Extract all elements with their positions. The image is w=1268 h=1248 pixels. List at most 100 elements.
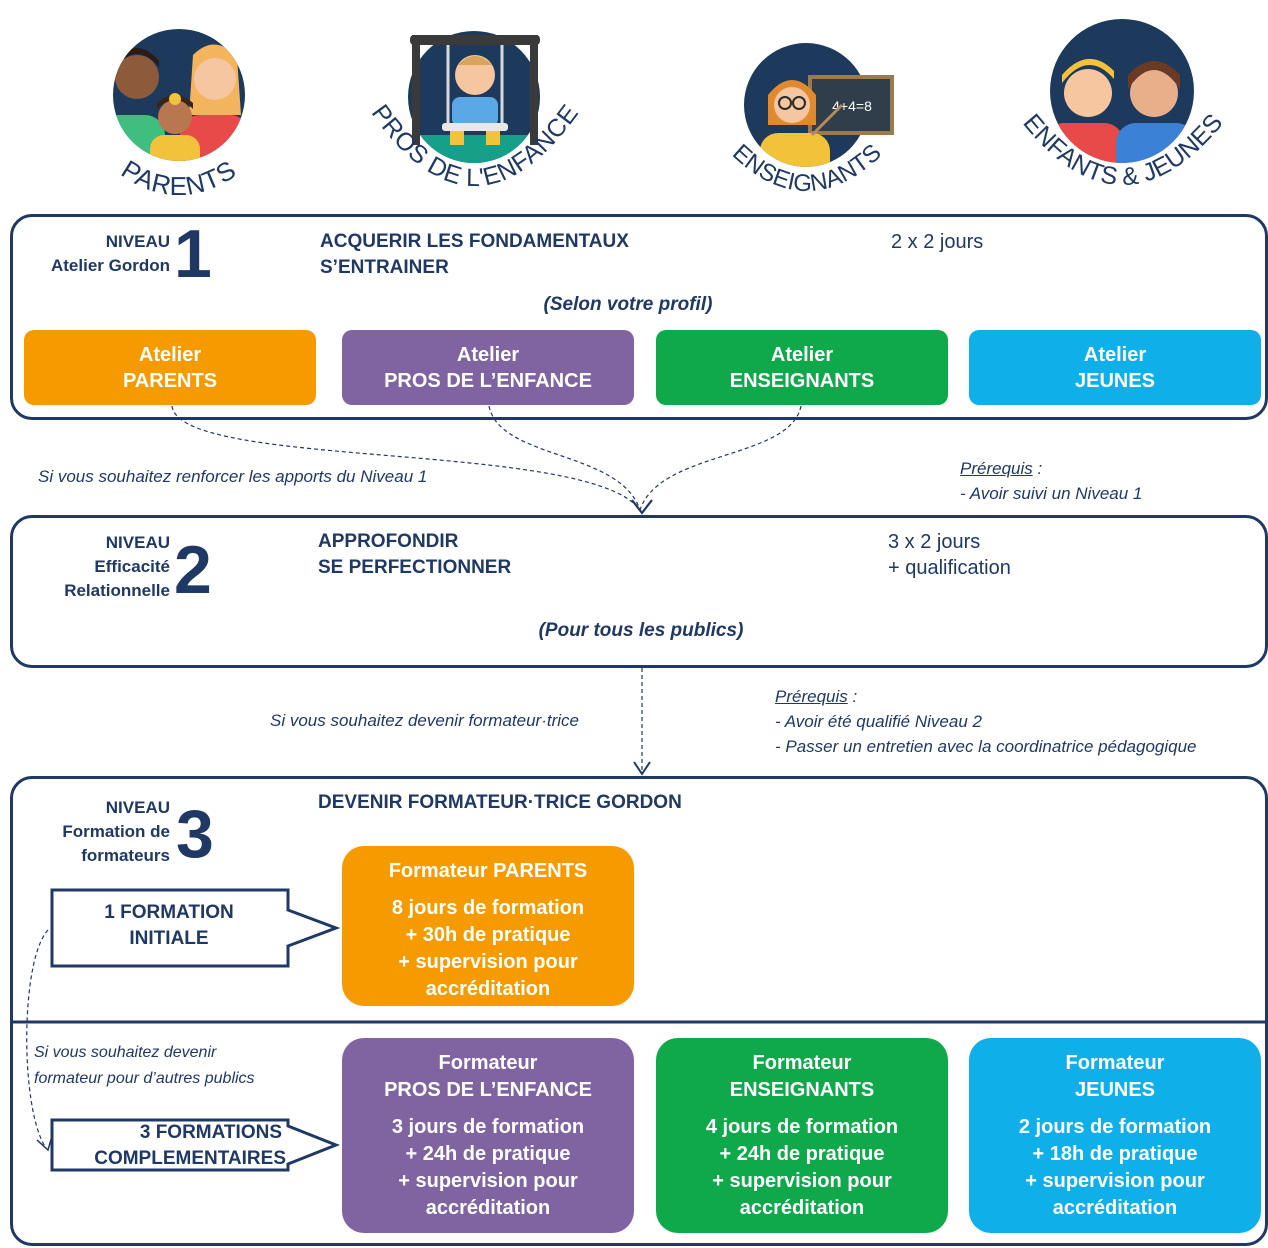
- formateur-jeunes-title2: JEUNES: [1074, 1079, 1156, 1101]
- audience-enseignants: 4+4=8 ENSEIGNANTS: [682, 5, 942, 220]
- formateur-enseignants-box[interactable]: Formateur ENSEIGNANTS 4 jours de formati…: [656, 1038, 948, 1233]
- formation-initiale-line2: INITIALE: [129, 928, 209, 949]
- formateur-pros-line4: accréditation: [425, 1197, 551, 1219]
- level1-heading-line2: S’ENTRAINER: [320, 257, 449, 278]
- level1-subtitle: Atelier Gordon: [50, 256, 170, 275]
- atelier-pros-line2: PROS DE L’ENFANCE: [384, 369, 592, 392]
- svg-text:PROS DE L'ENFANCE: PROS DE L'ENFANCE: [366, 99, 584, 192]
- atelier-pros[interactable]: Atelier PROS DE L’ENFANCE: [342, 330, 634, 405]
- atelier-jeunes-line2: JEUNES: [1074, 369, 1156, 392]
- transition2-note: Si vous souhaitez devenir formateur·tric…: [270, 711, 579, 730]
- level3-frame: [10, 776, 1268, 1246]
- formations-complementaires-label[interactable]: 3 FORMATIONS COMPLEMENTAIRES: [56, 1120, 286, 1172]
- formation-initiale-label[interactable]: 1 FORMATION INITIALE: [56, 900, 282, 952]
- level3-sub2: formateurs: [81, 846, 170, 865]
- atelier-pros-line1: Atelier: [456, 343, 520, 366]
- formateur-parents-line4: accréditation: [425, 978, 551, 1000]
- level2-publics-note: (Pour tous les publics): [538, 620, 744, 641]
- level2-number: 2: [174, 532, 212, 608]
- audience-pros: PROS DE L'ENFANCE: [352, 5, 612, 220]
- level1-number: 1: [174, 216, 212, 292]
- atelier-parents[interactable]: Atelier PARENTS: [24, 330, 316, 405]
- transition1-prereq-title: Prérequis: [960, 459, 1033, 478]
- audience-label-pros: PROS DE L'ENFANCE: [366, 99, 584, 192]
- complementary-note-line1: Si vous souhaitez devenir: [34, 1044, 217, 1061]
- level2-heading-line2: SE PERFECTIONNER: [318, 557, 512, 578]
- atelier-enseignants[interactable]: Atelier ENSEIGNANTS: [656, 330, 948, 405]
- atelier-jeunes-line1: Atelier: [1083, 343, 1147, 366]
- level2-sub1: Efficacité: [94, 557, 170, 576]
- transition1-prereq-item: - Avoir suivi un Niveau 1: [960, 484, 1143, 503]
- baby-swing-icon: [408, 31, 540, 163]
- audience-label-enseignants: ENSEIGNANTS: [727, 139, 886, 197]
- transition1-prereq: Prérequis : - Avoir suivi un Niveau 1: [960, 456, 1142, 506]
- formateur-pros-title1: Formateur: [438, 1052, 538, 1074]
- formations-complementaires-line1: 3 FORMATIONS: [139, 1122, 282, 1143]
- level3-number: 3: [176, 796, 214, 872]
- formateur-pros-line2: + 24h de pratique: [405, 1143, 571, 1165]
- svg-text:ENFANTS & JEUNES: ENFANTS & JEUNES: [1018, 109, 1229, 192]
- transition2-prereq-item-1: - Avoir été qualifié Niveau 2: [775, 712, 982, 731]
- complementary-note-line2: formateur pour d’autres publics: [34, 1070, 255, 1087]
- formateur-parents-line2: + 30h de pratique: [405, 924, 571, 946]
- formateur-enseignants-line1: 4 jours de formation: [705, 1116, 899, 1138]
- transition2-prereq-colon: :: [847, 687, 858, 706]
- formations-complementaires-line2: COMPLEMENTAIRES: [94, 1148, 286, 1169]
- level2-duration-line1: 3 x 2 jours: [888, 531, 981, 553]
- formation-initiale-line1: 1 FORMATION: [104, 902, 234, 923]
- formateur-jeunes-title1: Formateur: [1065, 1052, 1165, 1074]
- complementary-note: Si vous souhaitez devenir formateur pour…: [34, 1040, 255, 1092]
- level2-frame: [10, 515, 1268, 668]
- formateur-enseignants-title2: ENSEIGNANTS: [729, 1079, 875, 1101]
- formateur-enseignants-line3: + supervision pour: [712, 1170, 892, 1192]
- formateur-pros-box[interactable]: Formateur PROS DE L’ENFANCE 3 jours de f…: [342, 1038, 634, 1233]
- svg-text:ENSEIGNANTS: ENSEIGNANTS: [727, 139, 886, 197]
- formateur-pros-title2: PROS DE L’ENFANCE: [384, 1079, 592, 1101]
- transition2-prereq-item-2: - Passer un entretien avec la coordinatr…: [775, 737, 1197, 756]
- level1-heading-line1: ACQUERIR LES FONDAMENTAUX: [320, 231, 629, 252]
- formateur-pros-line3: + supervision pour: [398, 1170, 578, 1192]
- teacher-icon: 4+4=8: [744, 43, 894, 167]
- formateur-parents-box[interactable]: Formateur PARENTS 8 jours de formation +…: [342, 846, 634, 1006]
- formateur-jeunes-line2: + 18h de pratique: [1032, 1143, 1198, 1165]
- audience-parents: PARENTS: [55, 5, 315, 220]
- level2-title: NIVEAU: [105, 533, 170, 552]
- formateur-enseignants-line4: accréditation: [739, 1197, 865, 1219]
- formateur-jeunes-line4: accréditation: [1052, 1197, 1178, 1219]
- atelier-parents-line2: PARENTS: [122, 369, 218, 392]
- formateur-parents-title: Formateur PARENTS: [388, 860, 588, 882]
- transition1-prereq-colon: :: [1032, 459, 1043, 478]
- audience-jeunes: ENFANTS & JEUNES: [998, 5, 1258, 220]
- level2-label: NIVEAU Efficacité Relationnelle: [20, 531, 170, 603]
- svg-text:PARENTS: PARENTS: [116, 154, 241, 201]
- level2-heading: APPROFONDIR SE PERFECTIONNER: [318, 529, 511, 581]
- level2-sub2: Relationnelle: [64, 581, 170, 600]
- level1-duration: 2 x 2 jours: [891, 231, 984, 253]
- transition2-prereq-title: Prérequis: [775, 687, 848, 706]
- level3-heading: DEVENIR FORMATEUR·TRICE GORDON: [318, 792, 682, 813]
- level1-heading: ACQUERIR LES FONDAMENTAUX S’ENTRAINER: [320, 229, 629, 281]
- formateur-parents-line1: 8 jours de formation: [391, 897, 585, 919]
- atelier-enseignants-line2: ENSEIGNANTS: [729, 369, 875, 392]
- level1-frame: [10, 214, 1268, 420]
- transition1-note: Si vous souhaitez renforcer les apports …: [38, 467, 428, 486]
- level1-title: NIVEAU: [105, 232, 170, 251]
- transition2-prereq: Prérequis : - Avoir été qualifié Niveau …: [775, 684, 1197, 759]
- audience-label-jeunes: ENFANTS & JEUNES: [1018, 109, 1229, 192]
- kids-icon: [1050, 19, 1194, 163]
- formateur-jeunes-line1: 2 jours de formation: [1018, 1116, 1212, 1138]
- level2-duration-line2: + qualification: [888, 557, 1011, 579]
- formateur-jeunes-box[interactable]: Formateur JEUNES 2 jours de formation + …: [969, 1038, 1261, 1233]
- audience-label-parents: PARENTS: [116, 154, 240, 201]
- atelier-jeunes[interactable]: Atelier JEUNES: [969, 330, 1261, 405]
- formateur-pros-line1: 3 jours de formation: [391, 1116, 585, 1138]
- family-icon: [113, 29, 245, 161]
- formateur-jeunes-line3: + supervision pour: [1025, 1170, 1205, 1192]
- svg-text:4+4=8: 4+4=8: [832, 98, 872, 114]
- level2-heading-line1: APPROFONDIR: [318, 531, 459, 552]
- formateur-enseignants-line2: + 24h de pratique: [719, 1143, 885, 1165]
- level2-duration: 3 x 2 jours + qualification: [888, 529, 1011, 581]
- level3-label: NIVEAU Formation de formateurs: [20, 796, 170, 868]
- formateur-enseignants-title1: Formateur: [752, 1052, 852, 1074]
- level3-sub1: Formation de: [62, 822, 170, 841]
